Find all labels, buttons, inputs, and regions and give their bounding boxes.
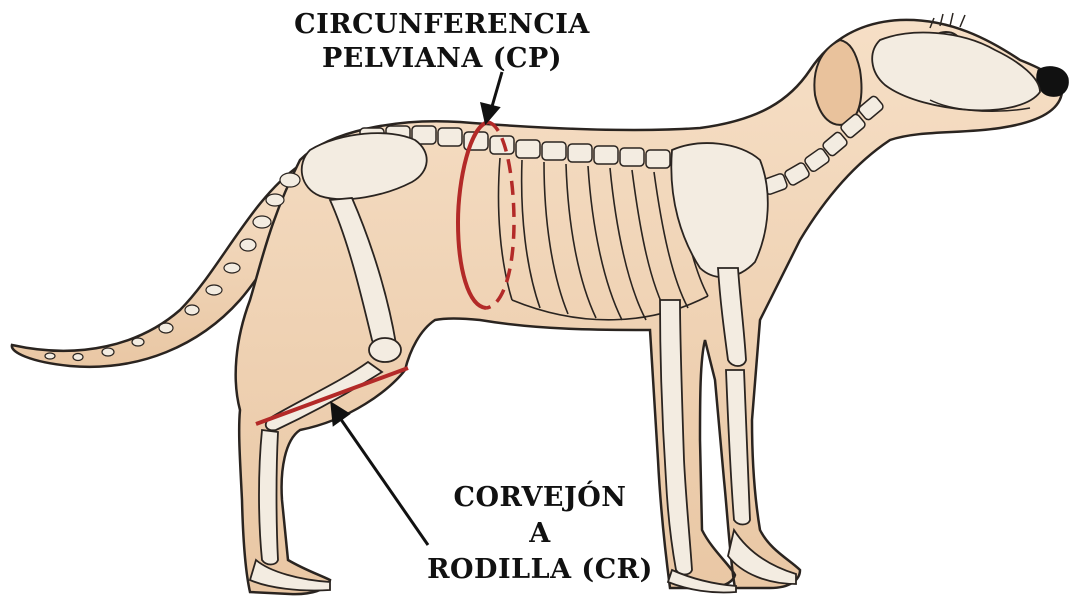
hock-to-knee-line2: A bbox=[405, 516, 675, 552]
pelvic-circumference-label: CIRCUNFERENCIA PELVIANA (CP) bbox=[262, 8, 622, 76]
dog-ear bbox=[814, 40, 861, 125]
hock-to-knee-line1: CORVEJÓN bbox=[405, 480, 675, 516]
pelvic-circumference-line2: PELVIANA (CP) bbox=[262, 42, 622, 76]
hock-to-knee-line3: RODILLA (CR) bbox=[405, 552, 675, 588]
cp-arrow bbox=[482, 72, 502, 122]
front-leg-bones bbox=[660, 268, 796, 593]
hock-to-knee-label: CORVEJÓN A RODILLA (CR) bbox=[405, 480, 675, 588]
pelvic-circumference-line1: CIRCUNFERENCIA bbox=[262, 8, 622, 42]
